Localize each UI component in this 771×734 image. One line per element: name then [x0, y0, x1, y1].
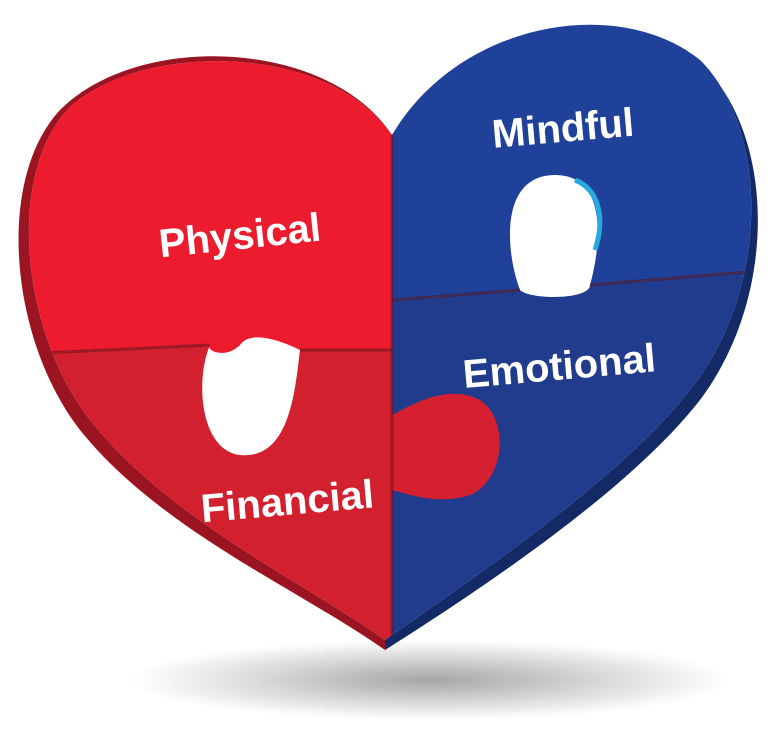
piece-physical — [28, 24, 392, 355]
piece-financial-tab — [392, 393, 500, 500]
heart-depth — [18, 56, 758, 651]
keyhole-highlight-icon — [573, 177, 603, 251]
drop-shadow — [130, 640, 730, 720]
piece-mindful — [392, 24, 752, 300]
